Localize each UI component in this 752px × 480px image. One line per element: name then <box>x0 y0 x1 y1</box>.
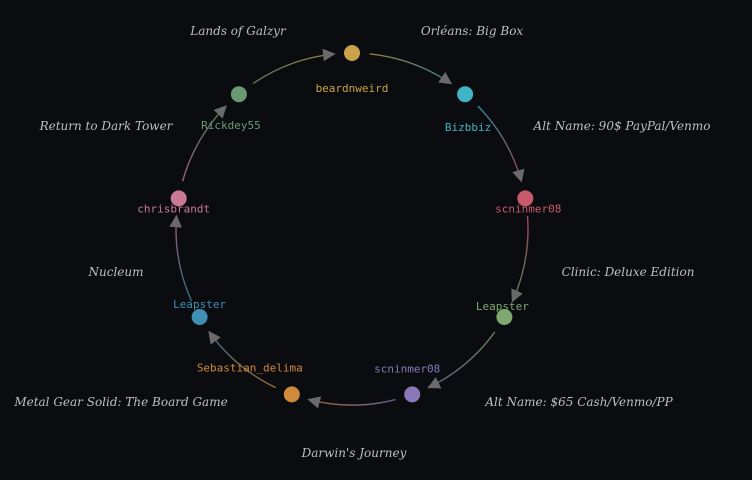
trade-item-label: Metal Gear Solid: The Board Game <box>13 395 227 409</box>
trade-item-label: Clinic: Deluxe Edition <box>562 265 695 279</box>
trade-item-label: Alt Name: $65 Cash/Venmo/PP <box>484 395 673 409</box>
trade-item-label: Orléans: Big Box <box>421 24 524 38</box>
trade-item-label: Alt Name: 90$ PayPal/Venmo <box>533 119 711 133</box>
user-node[interactable] <box>191 309 208 325</box>
user-name-label: Sebastian_delima <box>197 361 303 374</box>
user-node[interactable] <box>404 386 421 403</box>
user-node[interactable] <box>230 86 247 103</box>
user-name-label: chrisbrandt <box>137 202 210 215</box>
user-node[interactable] <box>170 190 187 207</box>
nodes-layer <box>170 45 534 403</box>
user-node[interactable] <box>517 190 534 207</box>
trade-arrow <box>511 215 529 303</box>
trade-arrow <box>169 214 193 302</box>
labels-layer: beardnweirdBizbbizscninmer08Leapsterscni… <box>13 24 710 460</box>
user-name-label: Leapster <box>476 300 529 313</box>
trade-arrow <box>208 330 276 389</box>
trade-arrow <box>369 53 453 85</box>
trade-arrow <box>252 48 336 85</box>
user-name-label: scninmer08 <box>374 362 440 375</box>
trade-arrow <box>477 105 525 183</box>
user-name-label: beardnweird <box>316 82 389 95</box>
trade-item-label: Nucleum <box>88 265 144 279</box>
trade-item-label: Return to Dark Tower <box>39 119 174 133</box>
user-name-label: Rickdey55 <box>201 119 261 132</box>
edges-layer <box>169 48 529 409</box>
user-name-label: scninmer08 <box>495 202 561 215</box>
trade-item-label: Lands of Galzyr <box>189 24 287 38</box>
user-node[interactable] <box>344 45 360 61</box>
user-name-label: Bizbbiz <box>445 121 491 134</box>
trade-item-label: Darwin's Journey <box>301 446 407 460</box>
trade-arrow <box>181 105 227 182</box>
trade-arrow <box>427 331 496 389</box>
user-node[interactable] <box>457 86 474 103</box>
user-name-label: Leapster <box>173 298 226 311</box>
user-node[interactable] <box>283 386 300 403</box>
user-node[interactable] <box>496 309 513 325</box>
trade-arrow <box>307 396 396 409</box>
